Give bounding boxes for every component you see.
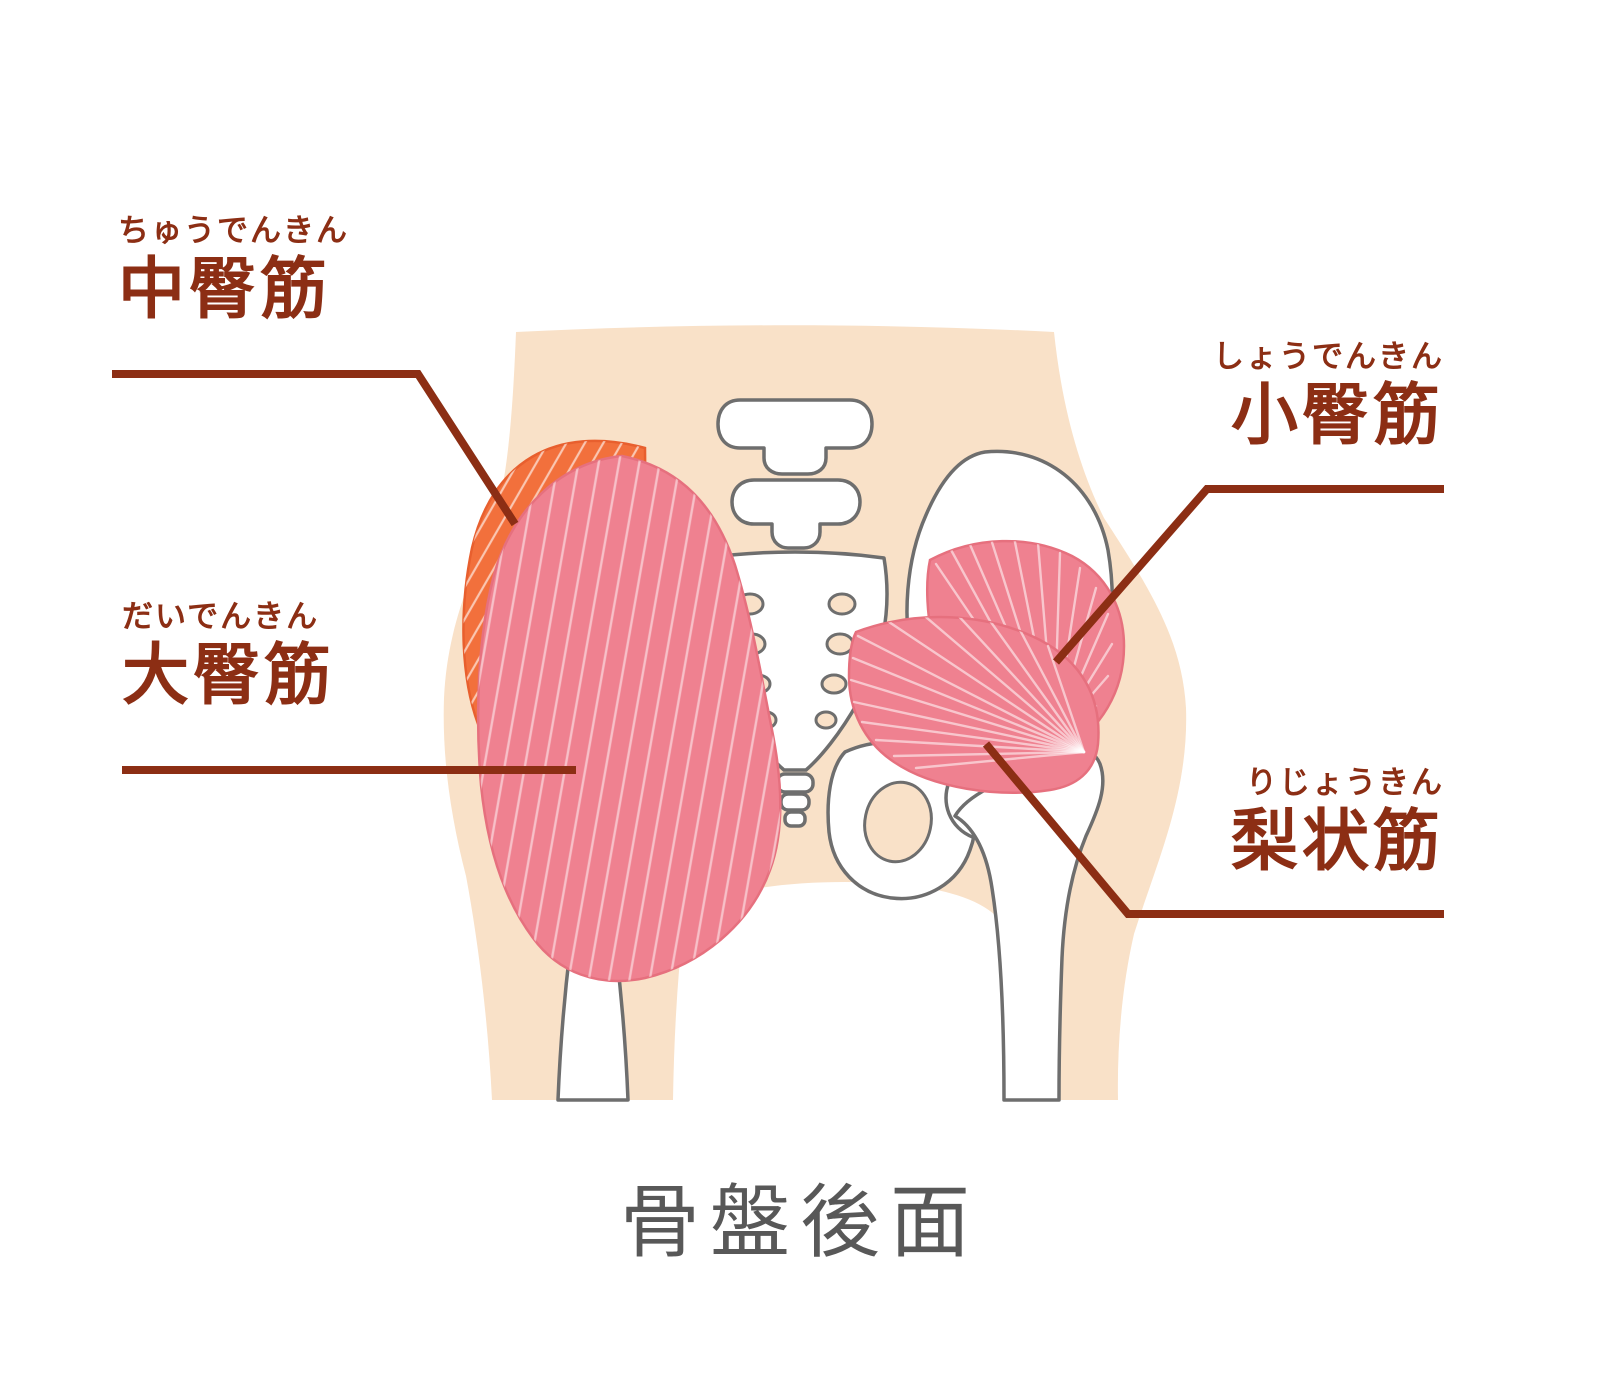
leader-line-gluteus-medius xyxy=(112,370,519,527)
label-gluteus-maximus-furigana: だいでんきん xyxy=(122,599,320,634)
label-gluteus-medius-kanji: 中臀筋 xyxy=(118,251,331,327)
piriformis-muscle xyxy=(847,615,1100,794)
label-gluteus-minimus: しょうでんきん 小臀筋 xyxy=(1213,338,1444,452)
leader-line-piriformis xyxy=(982,741,1444,918)
label-gluteus-medius-furigana: ちゅうでんきん xyxy=(118,213,349,248)
label-gluteus-maximus-kanji: 大臀筋 xyxy=(122,637,335,713)
diagram-title: 骨盤後面 xyxy=(620,1178,980,1267)
label-gluteus-minimus-kanji: 小臀筋 xyxy=(1231,377,1444,453)
spine-vertebrae xyxy=(716,398,874,550)
label-piriformis-furigana: りじょうきん xyxy=(1246,765,1444,800)
gluteus-maximus-muscle xyxy=(476,454,782,983)
label-piriformis: りじょうきん 梨状筋 xyxy=(1231,764,1444,878)
label-gluteus-minimus-furigana: しょうでんきん xyxy=(1213,339,1444,374)
leader-line-gluteus-minimus xyxy=(1052,485,1444,665)
label-gluteus-medius: ちゅうでんきん 中臀筋 xyxy=(118,212,349,326)
label-gluteus-maximus: だいでんきん 大臀筋 xyxy=(122,598,335,712)
label-piriformis-kanji: 梨状筋 xyxy=(1231,803,1444,879)
